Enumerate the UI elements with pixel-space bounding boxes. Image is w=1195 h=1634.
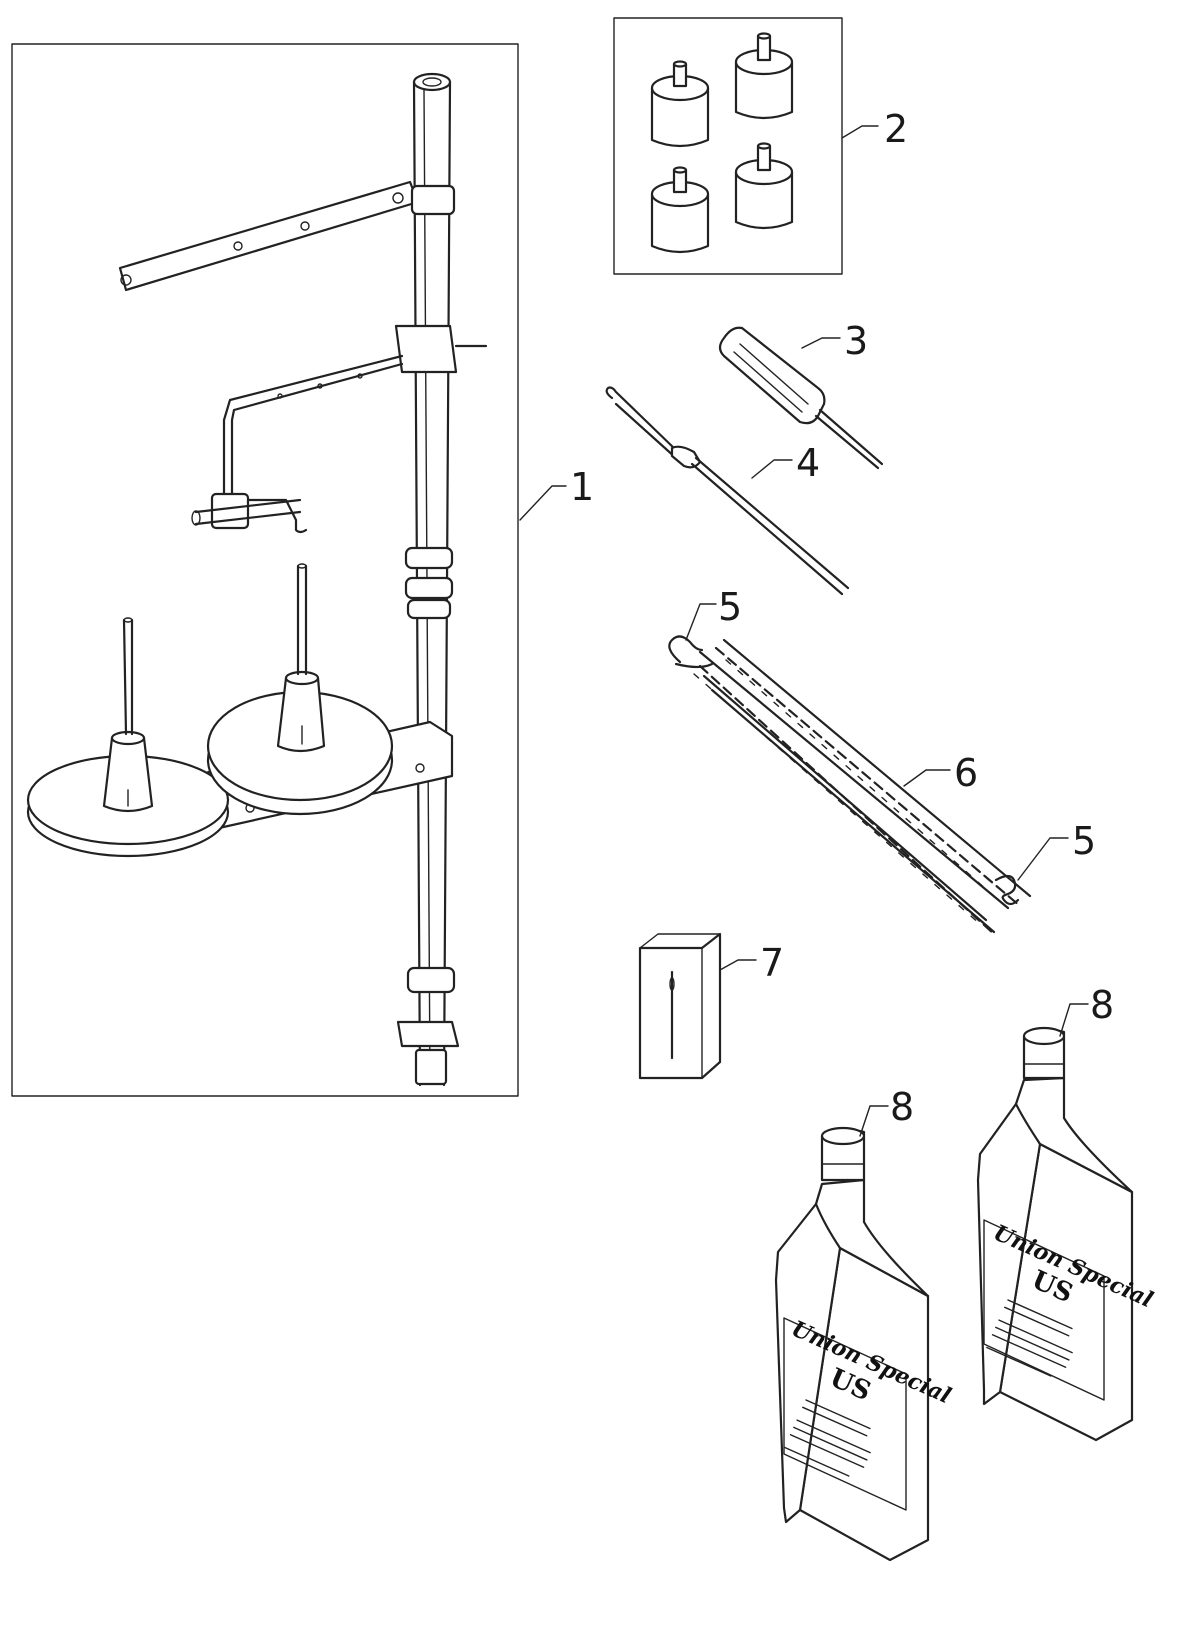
leader-7: [719, 959, 757, 971]
chains-part-6: 6: [693, 638, 1032, 936]
thread-guide-arm: [191, 324, 488, 534]
screwdriver-part-3: 3: [718, 319, 884, 470]
leader-5b: [1017, 837, 1069, 881]
spool-cap-1: [650, 60, 710, 148]
s-hook-upper: [668, 635, 704, 664]
oil-bottle-front-part-8: Union Special US 8: [774, 1085, 955, 1562]
top-thread-arm: [118, 180, 456, 292]
spool-disc-right: [206, 563, 394, 816]
leader-1: [519, 485, 567, 521]
leader-3: [801, 337, 841, 349]
spool-cap-2: [734, 32, 794, 120]
s-hooks-part-5: 5 5: [668, 585, 1096, 906]
leader-4: [751, 459, 793, 479]
needle-pack-part-7: 7: [638, 932, 784, 1080]
s-hook-lower: [994, 874, 1020, 906]
callout-2: 2: [884, 107, 908, 151]
callout-7: 7: [760, 941, 784, 985]
part-2-frame: [613, 17, 843, 275]
oil-bottle-back-part-8: Union Special US 8: [976, 983, 1157, 1442]
spool-cap-3: [650, 166, 710, 254]
pole-collars: [396, 546, 460, 1086]
leader-5a: [685, 603, 717, 641]
callout-1: 1: [570, 465, 594, 509]
leader-8b: [1059, 1003, 1089, 1037]
callout-6: 6: [954, 751, 978, 795]
leader-2: [841, 125, 879, 139]
callout-4: 4: [796, 441, 820, 485]
leader-8a: [859, 1105, 889, 1137]
callout-8-back: 8: [1090, 983, 1114, 1027]
part-1-frame: [11, 43, 519, 1097]
callout-5-lower: 5: [1072, 819, 1096, 863]
spool-caps-part-2: 2: [613, 17, 908, 275]
spool-disc-left: [26, 617, 230, 858]
thread-stand-part-1: 1: [11, 43, 594, 1097]
callout-8-front: 8: [890, 1085, 914, 1129]
spool-cap-4: [734, 142, 794, 230]
callout-5-upper: 5: [718, 585, 742, 629]
callout-3: 3: [844, 319, 868, 363]
leader-6: [903, 769, 951, 787]
tweezers-part-4: 4: [605, 386, 850, 596]
